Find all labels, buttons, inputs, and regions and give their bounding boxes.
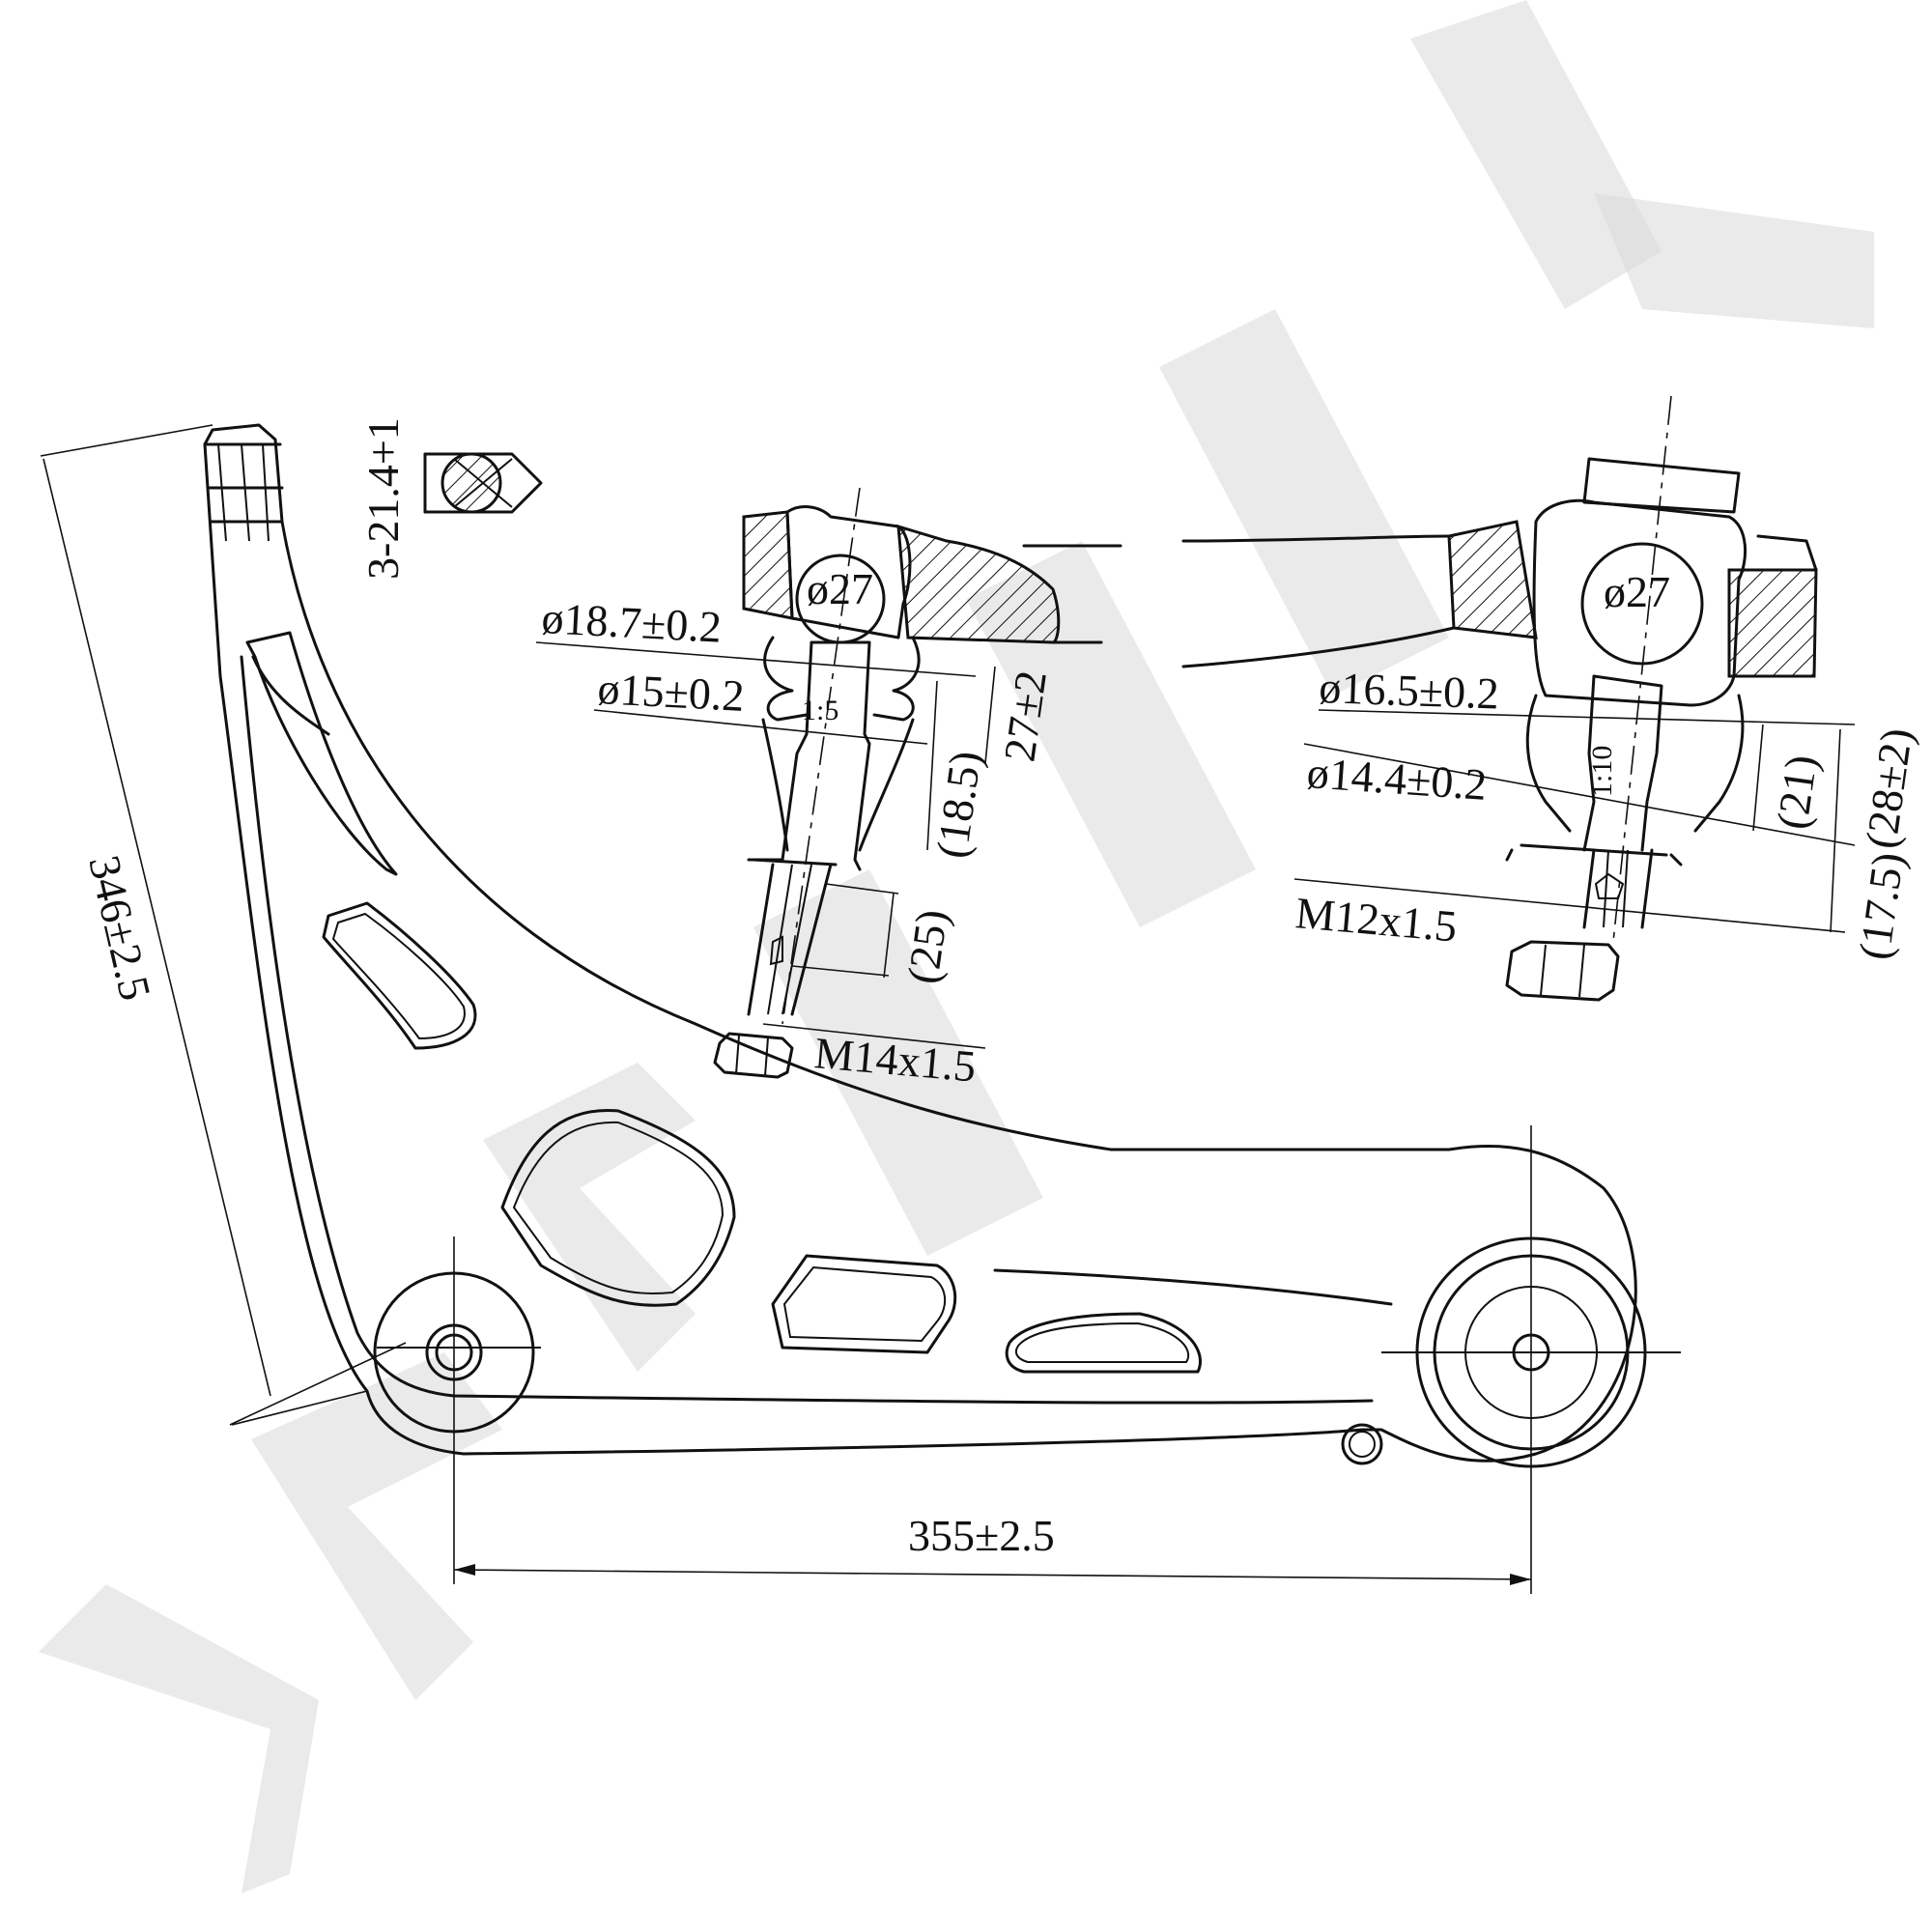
left-ball-diameter: ø27: [807, 564, 873, 613]
dim-346-label: 346±2.5: [79, 851, 160, 1005]
right-thread-length: (17.5): [1849, 849, 1913, 962]
right-thread: M12x1.5: [1293, 888, 1459, 951]
right-dia-lower: ø14.4±0.2: [1305, 748, 1488, 810]
right-height-total: (28±2): [1856, 725, 1921, 852]
right-ball-joint: ø27 1:10 ø16.5±0.2 ø14.4±0.2 M12x1.5 (21…: [1181, 395, 1921, 1002]
left-ball-joint: ø27 1:5 ø18.7±0.2 ø15±0.2 27±2 (18.5): [535, 487, 1122, 1092]
right-height-taper: (21): [1767, 752, 1826, 832]
left-height-taper: (18.5): [926, 748, 990, 861]
taper-label: 3-21.4+1: [358, 417, 408, 580]
right-taper-ratio: 1:10: [1586, 746, 1618, 797]
right-dia-upper: ø16.5±0.2: [1319, 663, 1500, 718]
right-ball-diameter: ø27: [1604, 567, 1670, 616]
taper-section-detail: 3-21.4+1: [358, 417, 543, 580]
dimension-355: 355±2.5: [453, 1125, 1532, 1594]
control-arm: [203, 423, 1681, 1468]
left-dia-upper: ø18.7±0.2: [540, 593, 723, 652]
watermark-logo: [39, 0, 1874, 1893]
left-dia-lower: ø15±0.2: [596, 664, 745, 721]
dimension-346: 346±2.5: [40, 424, 407, 1426]
left-thread-length: (25): [897, 906, 956, 986]
dim-355-label: 355±2.5: [908, 1511, 1055, 1560]
left-taper-ratio: 1:5: [802, 695, 838, 726]
